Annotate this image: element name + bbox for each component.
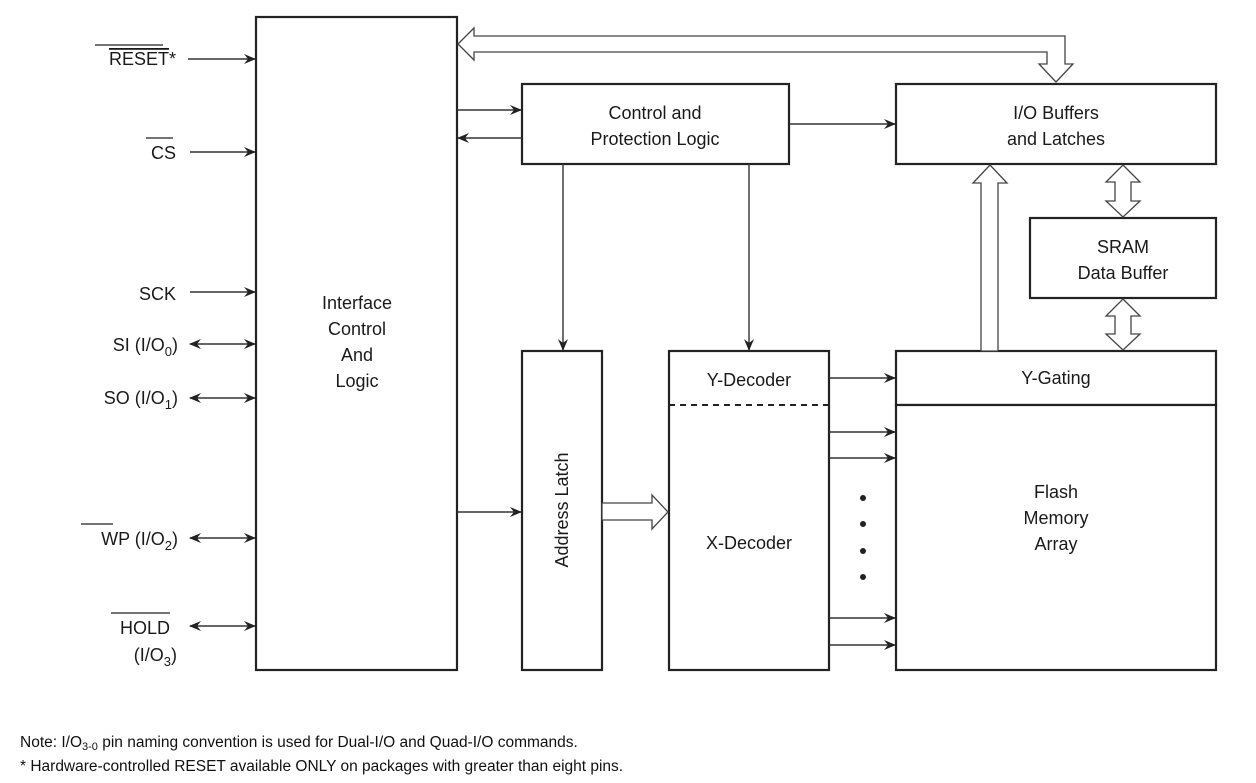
pin-hold-label: HOLD — [120, 618, 170, 638]
pin-sck-label: SCK — [139, 284, 176, 304]
flash-label-line: Memory — [1023, 508, 1088, 528]
address-latch-to-x-decoder-bus-arrow — [601, 493, 669, 531]
y-gating-to-io-buffers-bus-arrow — [971, 164, 1009, 352]
io-to-interface-bus-arrow — [457, 26, 1075, 83]
pin-cs: CS — [146, 137, 176, 163]
io-buffers-latches-block: I/O Buffers and Latches — [894, 82, 1218, 166]
flash-memory-array-block: Flash Memory Array — [894, 403, 1218, 672]
pin-reset: RESET* — [95, 44, 176, 69]
control-label-line: Protection Logic — [590, 129, 719, 149]
address-latch-label: Address Latch — [552, 452, 572, 567]
pin-so-label: SO (I/O1) — [104, 388, 178, 412]
io-buffers-sram-bus-arrow — [1104, 164, 1142, 218]
ellipsis-dots — [860, 495, 866, 580]
pin-cs-label: CS — [151, 143, 176, 163]
interface-label-line: Control — [328, 319, 386, 339]
sram-label-line: Data Buffer — [1078, 263, 1169, 283]
flash-label-line: Flash — [1034, 482, 1078, 502]
pin-reset-asterisk: * — [169, 49, 176, 69]
note-reset-availability: * Hardware-controlled RESET available ON… — [20, 758, 624, 775]
pin-si-label: SI (I/O0) — [113, 335, 178, 359]
sram-y-gating-bus-arrow — [1104, 298, 1142, 351]
pin-hold: HOLD (I/O3) — [111, 612, 177, 669]
sram-data-buffer-block: SRAM Data Buffer — [1028, 216, 1218, 300]
io-buffers-label-line: I/O Buffers — [1013, 103, 1099, 123]
interface-control-logic-block: Interface Control And Logic — [254, 15, 459, 672]
decoder-block: Y-Decoder X-Decoder — [667, 349, 831, 672]
note-io-naming: Note: I/O3-0 pin naming convention is us… — [20, 734, 578, 753]
control-arrows — [457, 105, 896, 650]
control-protection-logic-block: Control and Protection Logic — [520, 82, 791, 166]
pin-wp: WP (I/O2) — [81, 523, 178, 553]
pin-hold-io-label: (I/O3) — [134, 645, 177, 669]
interface-label-line: And — [341, 345, 373, 365]
bus-arrows — [457, 26, 1142, 531]
interface-label-line: Logic — [335, 371, 378, 391]
interface-label-line: Interface — [322, 293, 392, 313]
x-decoder-label: X-Decoder — [706, 533, 792, 553]
y-gating-block: Y-Gating — [894, 349, 1218, 407]
sram-label-line: SRAM — [1097, 237, 1149, 257]
pin-reset-label: RESET — [109, 49, 169, 69]
pin-labels: RESET* CS SCK SI (I/O0) SO (I/O1) WP (I/… — [81, 44, 178, 669]
y-gating-label: Y-Gating — [1021, 368, 1090, 388]
svg-text:RESET*: RESET* — [109, 49, 176, 69]
address-latch-block: Address Latch — [520, 349, 604, 672]
flash-block-diagram: Interface Control And Logic Control and … — [81, 15, 1218, 672]
pin-wp-label: WP (I/O2) — [101, 529, 178, 553]
flash-label-line: Array — [1034, 534, 1077, 554]
footnotes: Note: I/O3-0 pin naming convention is us… — [20, 733, 623, 777]
control-label-line: Control and — [608, 103, 701, 123]
io-buffers-label-line: and Latches — [1007, 129, 1105, 149]
y-decoder-label: Y-Decoder — [707, 370, 791, 390]
pin-arrows — [188, 54, 256, 631]
